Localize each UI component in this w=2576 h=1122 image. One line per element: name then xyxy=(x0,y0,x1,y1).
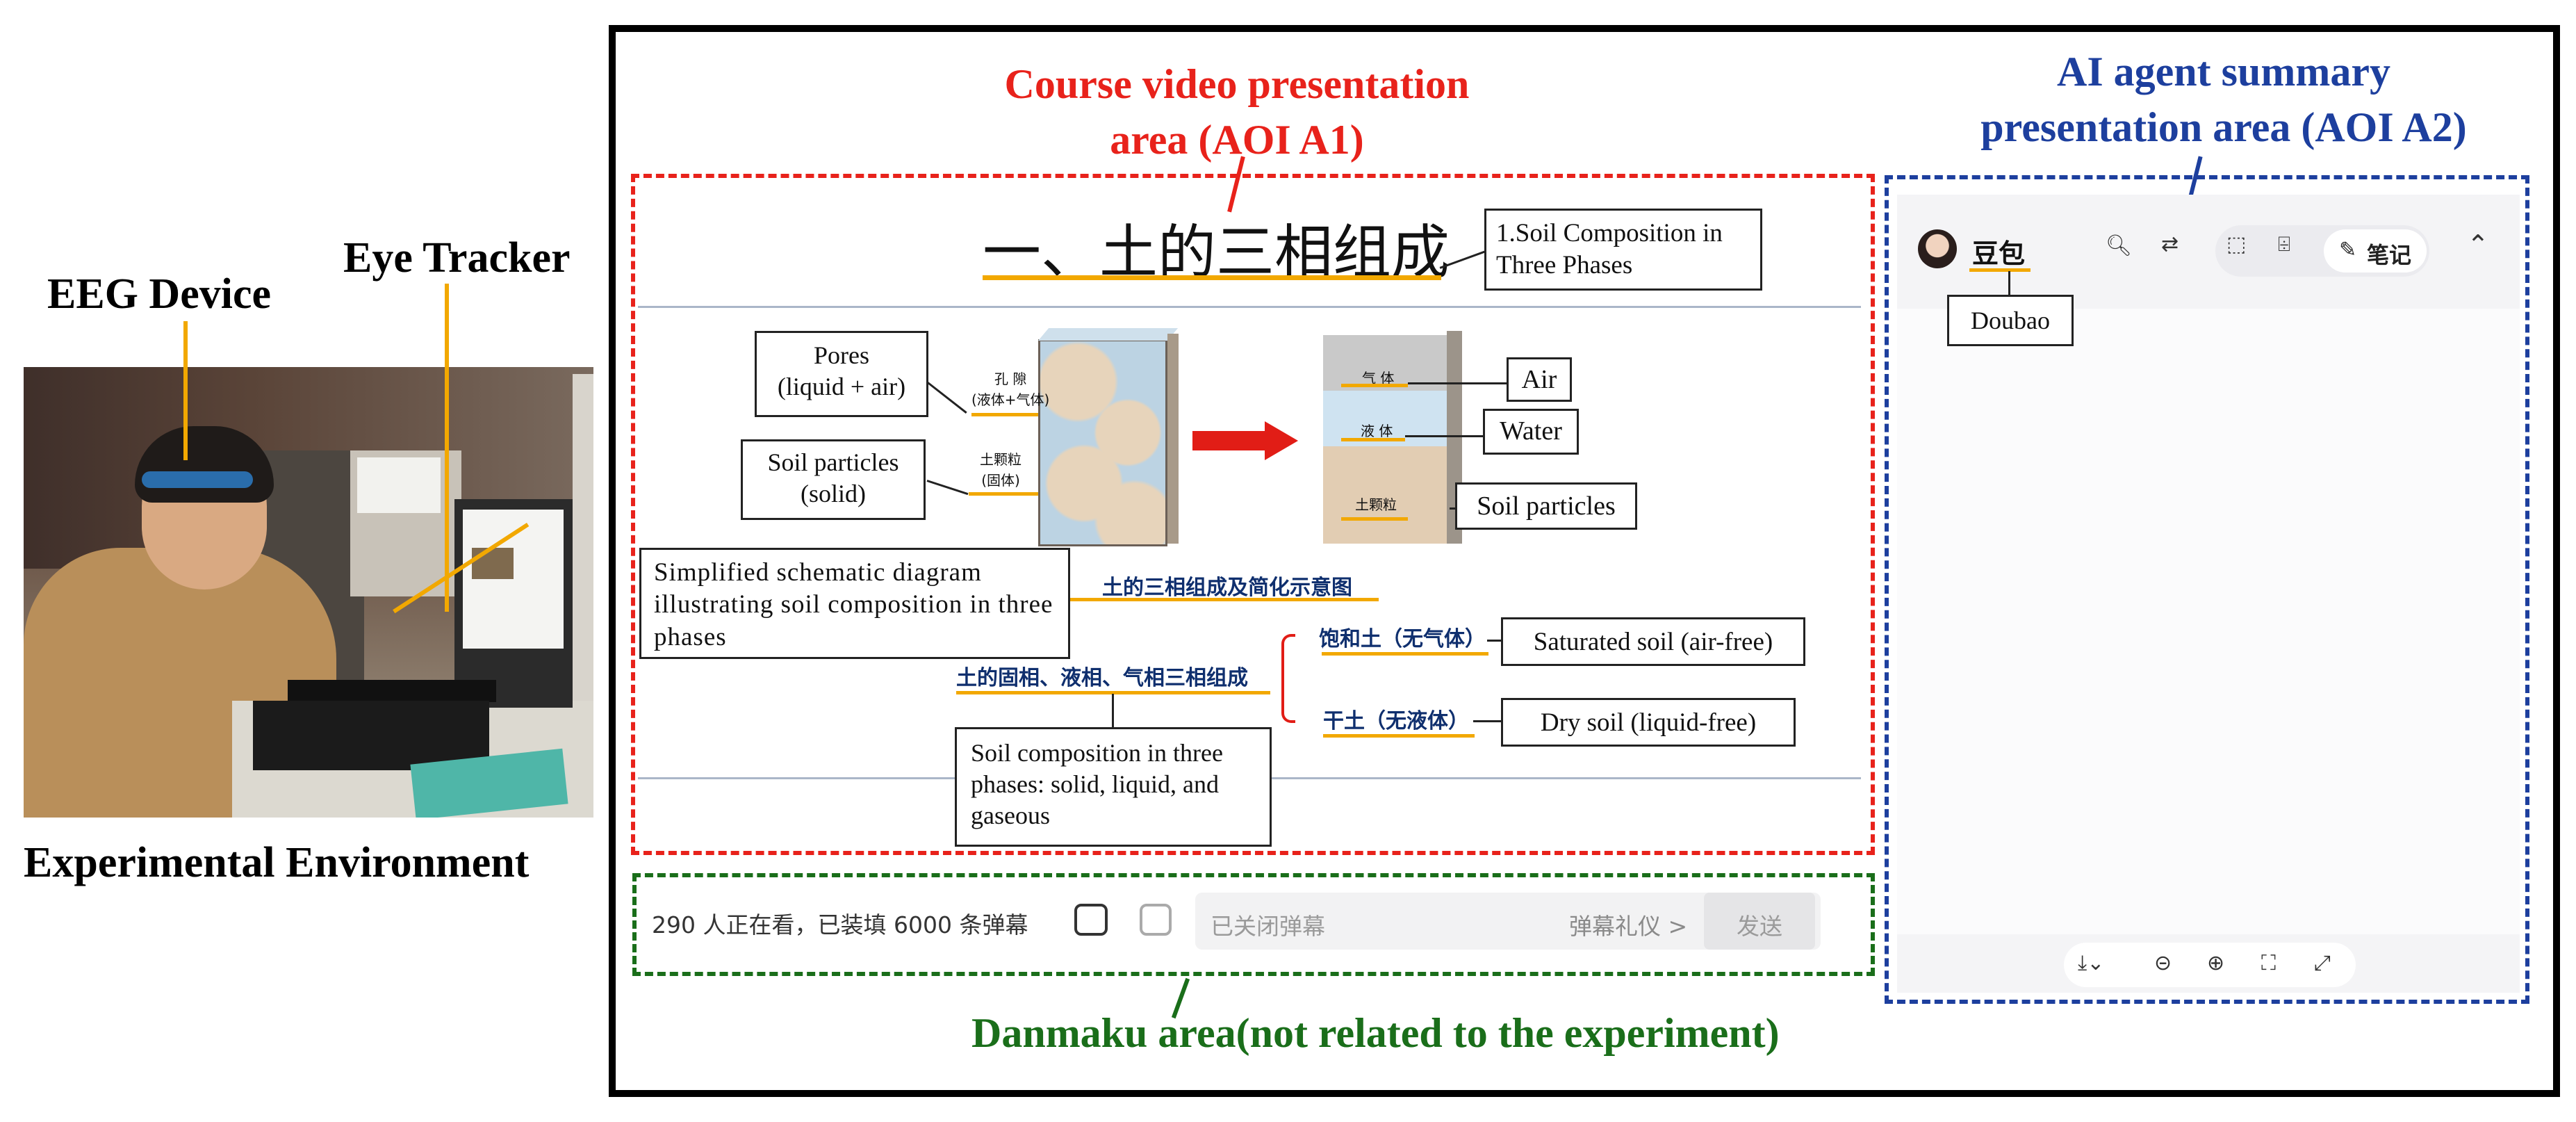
download-icon[interactable]: ⤓⌄ xyxy=(2078,951,2105,975)
notes-button[interactable]: ✎ 笔记 xyxy=(2324,229,2427,273)
doubao-avatar xyxy=(1918,229,1957,268)
experimental-environment-caption: Experimental Environment xyxy=(24,839,530,886)
danmaku-toggle-icon[interactable] xyxy=(1074,904,1108,936)
screen-frame xyxy=(609,25,2560,1097)
water-cn-label: 液 体 xyxy=(1361,423,1393,439)
danmaku-area-title: Danmaku area(not related to the experime… xyxy=(971,1010,1780,1056)
saturated-translation: Saturated soil (air-free) xyxy=(1501,617,1805,666)
collapse-icon[interactable]: ⌃ xyxy=(2467,229,2489,260)
three-phase-translation: Soil composition in three phases: solid,… xyxy=(955,727,1272,847)
fit-screen-icon[interactable]: ⛶ xyxy=(2261,951,2276,975)
screenshot-icon[interactable]: ⬚ xyxy=(2226,232,2247,257)
saturated-cn-label: 饱和土（无气体） xyxy=(1319,627,1486,651)
zoom-out-icon[interactable]: ⊝ xyxy=(2154,951,2172,975)
search-icon[interactable]: 🔍︎ xyxy=(2106,234,2133,258)
danmaku-settings-icon[interactable] xyxy=(1140,904,1172,936)
eeg-device-label: EEG Device xyxy=(47,270,271,318)
particles-cn-label: 土颗粒(固体) xyxy=(980,451,1022,489)
viewer-count: 290 人正在看，已装填 6000 条弹幕 xyxy=(652,911,1028,938)
doubao-name: 豆包 xyxy=(1972,238,2026,269)
schematic-cn-label: 土的三相组成及简化示意图 xyxy=(1102,576,1352,600)
dry-translation: Dry soil (liquid-free) xyxy=(1501,698,1796,747)
capture-icon[interactable]: ⌹ xyxy=(2278,232,2290,257)
aoi-a2-region xyxy=(1885,175,2529,1004)
zoom-toolbar xyxy=(2064,943,2356,987)
soil-block-image xyxy=(1038,339,1167,546)
phase-column-image xyxy=(1323,331,1462,544)
soil-particles-translation: Soil particles xyxy=(1455,482,1637,530)
heading-translation: 1.Soil Composition in Three Phases xyxy=(1484,209,1762,291)
doubao-translation: Doubao xyxy=(1947,295,2074,346)
etiquette-link[interactable]: 弹幕礼仪 > xyxy=(1569,913,1688,940)
pores-translation: Pores(liquid + air) xyxy=(755,331,928,417)
experiment-photo xyxy=(24,367,593,818)
water-translation: Water xyxy=(1483,409,1579,455)
edit-icon: ✎ xyxy=(2339,238,2357,262)
soil-cn-label: 土颗粒 xyxy=(1355,496,1397,513)
pores-cn-label: 孔 隙(液体+气体) xyxy=(971,371,1050,408)
send-button[interactable]: 发送 xyxy=(1704,893,1815,950)
air-translation: Air xyxy=(1507,357,1572,402)
fullscreen-icon[interactable]: ⤢ xyxy=(2314,951,2331,975)
danmaku-region xyxy=(632,873,1875,976)
eye-tracker-device xyxy=(288,680,496,702)
translate-icon[interactable]: ⇄ xyxy=(2161,232,2179,257)
three-phase-cn-label: 土的固相、液相、气相三相组成 xyxy=(956,666,1248,690)
zoom-in-icon[interactable]: ⊕ xyxy=(2207,951,2225,975)
eye-tracker-label: Eye Tracker xyxy=(343,234,571,282)
aoi-a1-region xyxy=(631,174,1875,855)
slide-heading: 一、土的三相组成 xyxy=(983,218,1450,286)
eeg-headset xyxy=(142,471,253,488)
transition-arrow xyxy=(1192,431,1269,450)
dry-cn-label: 干土（无液体） xyxy=(1323,709,1469,733)
particles-translation: Soil particles(solid) xyxy=(741,439,926,520)
doubao-body xyxy=(1897,309,2520,934)
schematic-translation: Simplified schematic diagram illustratin… xyxy=(639,548,1070,659)
